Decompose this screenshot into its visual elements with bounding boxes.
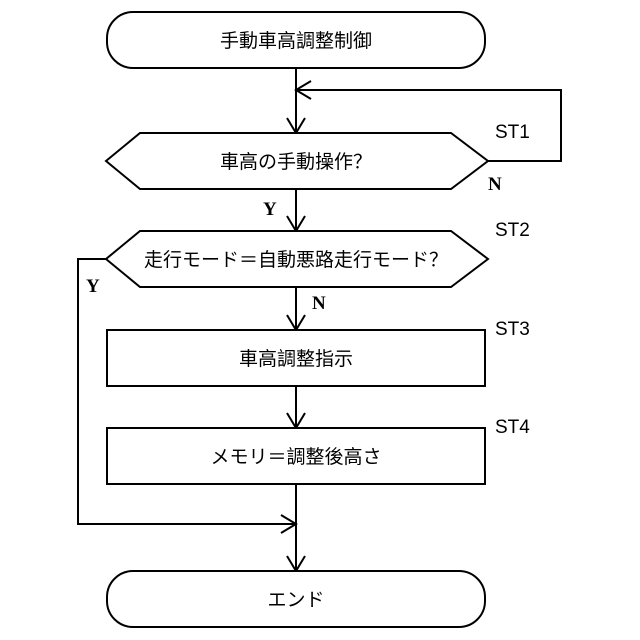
decision-driving-mode-label: 走行モード＝自動悪路走行モード？ — [144, 249, 448, 271]
process-height-adjust-instruction-label: 車高調整指示 — [239, 348, 353, 370]
branch-label-st2-yes: Y — [86, 276, 100, 297]
process-memory-store-label: メモリ＝調整後高さ — [210, 446, 381, 468]
end-terminal-label: エンド — [267, 589, 324, 611]
step-label-st4: ST4 — [495, 417, 530, 438]
branch-label-st1-no: N — [488, 174, 502, 195]
branch-label-st1-yes: Y — [263, 199, 277, 220]
start-terminal-label: 手動車高調整制御 — [220, 30, 372, 52]
step-label-st1: ST1 — [495, 122, 530, 143]
branch-label-st2-no: N — [312, 293, 326, 314]
decision-manual-operation-label: 車高の手動操作？ — [220, 151, 372, 173]
step-label-st3: ST3 — [495, 319, 530, 340]
step-label-st2: ST2 — [495, 220, 530, 241]
